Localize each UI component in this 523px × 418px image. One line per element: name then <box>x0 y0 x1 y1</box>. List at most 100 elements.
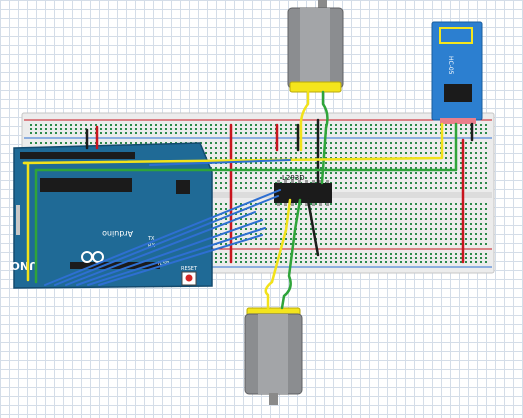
breadboard-hole <box>260 177 262 179</box>
breadboard-hole <box>385 261 387 263</box>
motor-top-cap <box>289 81 342 93</box>
breadboard-hole <box>450 132 452 134</box>
breadboard-hole <box>365 218 367 220</box>
breadboard-hole <box>460 177 462 179</box>
breadboard-hole <box>60 128 62 130</box>
breadboard-hole <box>240 238 242 240</box>
breadboard-hole <box>450 167 452 169</box>
breadboard-hole <box>395 208 397 210</box>
breadboard-hole <box>275 177 277 179</box>
breadboard-hole <box>470 208 472 210</box>
breadboard-hole <box>375 124 377 126</box>
breadboard-hole <box>250 208 252 210</box>
breadboard-hole <box>215 208 217 210</box>
breadboard-hole <box>205 147 207 149</box>
breadboard-hole <box>460 167 462 169</box>
breadboard-hole <box>420 228 422 230</box>
breadboard-hole <box>220 208 222 210</box>
breadboard-hole <box>385 203 387 205</box>
breadboard-hole <box>330 172 332 174</box>
breadboard-hole <box>75 128 77 130</box>
breadboard-hole <box>335 172 337 174</box>
motor-top-shaft <box>318 0 327 10</box>
breadboard-hole <box>250 132 252 134</box>
breadboard-hole <box>410 187 412 189</box>
breadboard-hole <box>470 152 472 154</box>
breadboard-hole <box>375 208 377 210</box>
breadboard-hole <box>460 187 462 189</box>
breadboard-hole <box>125 142 127 144</box>
breadboard-hole <box>420 128 422 130</box>
breadboard-hole <box>315 261 317 263</box>
breadboard-hole <box>460 243 462 245</box>
wire-blue-7 <box>149 159 291 166</box>
breadboard-hole <box>280 218 282 220</box>
breadboard-hole <box>465 132 467 134</box>
breadboard-hole <box>220 147 222 149</box>
breadboard-hole <box>130 132 132 134</box>
breadboard-hole <box>360 152 362 154</box>
breadboard-hole <box>245 253 247 255</box>
breadboard-hole <box>440 218 442 220</box>
breadboard-hole <box>400 218 402 220</box>
breadboard-hole <box>30 142 32 144</box>
breadboard-hole <box>410 124 412 126</box>
breadboard-hole <box>250 124 252 126</box>
breadboard-hole <box>395 223 397 225</box>
breadboard-hole <box>415 253 417 255</box>
breadboard-hole <box>320 213 322 215</box>
breadboard-hole <box>270 223 272 225</box>
breadboard-hole <box>260 182 262 184</box>
breadboard-hole <box>200 124 202 126</box>
breadboard-hole <box>245 142 247 144</box>
breadboard-hole <box>240 157 242 159</box>
breadboard-hole <box>145 128 147 130</box>
breadboard-hole <box>285 128 287 130</box>
breadboard-hole <box>385 208 387 210</box>
breadboard-hole <box>480 157 482 159</box>
breadboard-hole <box>275 213 277 215</box>
breadboard-hole <box>480 167 482 169</box>
breadboard-hole <box>435 261 437 263</box>
breadboard-hole <box>215 177 217 179</box>
breadboard-hole <box>280 142 282 144</box>
breadboard-hole <box>475 128 477 130</box>
breadboard-hole <box>450 261 452 263</box>
breadboard-hole <box>320 172 322 174</box>
breadboard-hole <box>350 213 352 215</box>
breadboard-hole <box>345 132 347 134</box>
breadboard-hole <box>255 228 257 230</box>
breadboard-hole <box>395 253 397 255</box>
breadboard-hole <box>400 223 402 225</box>
breadboard-hole <box>235 261 237 263</box>
breadboard-hole <box>475 162 477 164</box>
breadboard-hole <box>460 228 462 230</box>
breadboard-hole <box>420 213 422 215</box>
breadboard-hole <box>280 128 282 130</box>
breadboard-hole <box>485 253 487 255</box>
breadboard-hole <box>380 228 382 230</box>
breadboard-hole <box>460 218 462 220</box>
breadboard-hole <box>240 128 242 130</box>
breadboard-hole <box>255 233 257 235</box>
breadboard-hole <box>340 152 342 154</box>
breadboard-hole <box>40 142 42 144</box>
breadboard-hole <box>250 253 252 255</box>
breadboard-hole <box>225 208 227 210</box>
breadboard-hole <box>405 233 407 235</box>
breadboard-hole <box>260 253 262 255</box>
breadboard-hole <box>410 208 412 210</box>
breadboard-hole <box>405 228 407 230</box>
breadboard-hole <box>335 128 337 130</box>
breadboard-hole <box>400 152 402 154</box>
breadboard-hole <box>240 253 242 255</box>
breadboard-hole <box>465 213 467 215</box>
breadboard-hole <box>365 152 367 154</box>
breadboard-hole <box>345 182 347 184</box>
breadboard-hole <box>325 253 327 255</box>
breadboard-hole <box>85 128 87 130</box>
breadboard-hole <box>370 172 372 174</box>
breadboard-hole <box>355 128 357 130</box>
breadboard-hole <box>215 124 217 126</box>
breadboard-hole <box>400 238 402 240</box>
